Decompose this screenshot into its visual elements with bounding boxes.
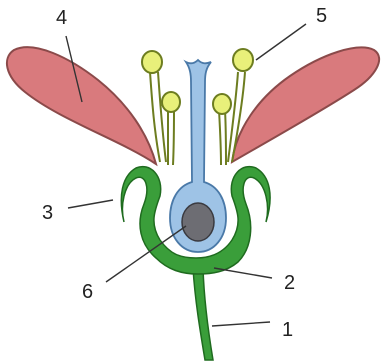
leader-line-stem [212,322,270,326]
right-petal [232,48,379,162]
label-anther: 5 [316,5,327,27]
label-sepal: 3 [42,202,53,224]
label-receptacle: 2 [284,272,295,294]
label-ovary: 6 [82,281,93,303]
leader-line-receptacle [214,268,272,278]
leader-line-anther [256,24,306,60]
leader-line-sepal [68,200,113,208]
anther [233,49,253,71]
label-stem: 1 [282,319,293,341]
anther [142,51,162,73]
label-petal: 4 [56,7,67,29]
anther [162,92,180,112]
stem [193,268,213,360]
ovule [182,203,214,241]
left-petal [7,47,156,164]
anther [213,94,231,114]
